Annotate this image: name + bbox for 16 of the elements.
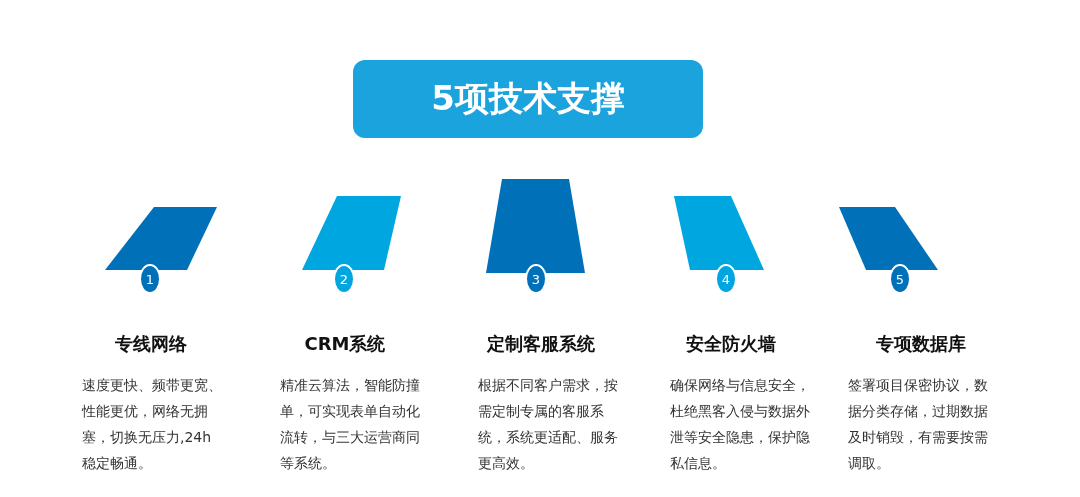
column-heading: 定制客服系统 — [486, 332, 596, 356]
description-text: 速度更快、频带更宽、性能更优，网络无拥塞，切换无压力,24h稳定畅通。 — [82, 376, 223, 473]
number-badge: 5 — [889, 264, 911, 294]
number-badge: 4 — [715, 264, 737, 294]
number-badge: 3 — [525, 264, 547, 294]
title-banner: 5项技术支撑 — [353, 60, 703, 138]
column-heading: 专项数据库 — [875, 332, 967, 356]
number-badge: 1 — [139, 264, 161, 294]
column-heading: 安全防火墙 — [685, 332, 777, 356]
description-text: 精准云算法，智能防撞单，可实现表单自动化流转，与三大运营商同等系统。 — [280, 376, 421, 473]
description-text: 根据不同客户需求，按需定制专属的客服系统，系统更适配、服务更高效。 — [478, 376, 619, 473]
number-badge: 2 — [333, 264, 355, 294]
column-heading: CRM系统 — [303, 332, 387, 356]
description-text: 签署项目保密协议，数据分类存储，过期数据及时销毁，有需要按需调取。 — [848, 376, 989, 473]
description-text: 确保网络与信息安全，杜绝黑客入侵与数据外泄等安全隐患，保护隐私信息。 — [670, 376, 811, 473]
column-heading: 专线网络 — [114, 332, 188, 356]
